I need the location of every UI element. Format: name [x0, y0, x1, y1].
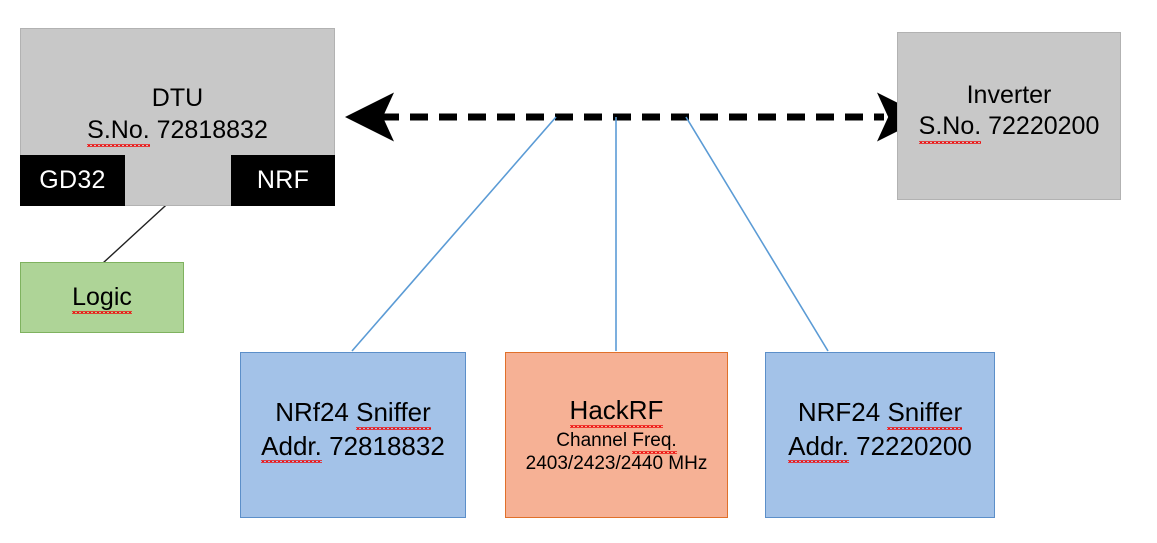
sniffer-left-address-value: 72818832 — [329, 430, 445, 461]
dtu-serial-value: 72818832 — [156, 115, 268, 144]
sniffer-right-title-role: Sniffer — [887, 397, 963, 430]
node-logic[interactable]: Logic — [20, 262, 184, 333]
hackrf-title-label: HackRF — [569, 395, 664, 428]
hackrf-channel-word: Channel — [556, 429, 628, 451]
sniffer-left-address-prefix: Addr. — [261, 430, 322, 463]
node-hackrf[interactable]: HackRF Channel Freq. 2403/2423/2440 MHz — [505, 352, 728, 518]
sniffer-right-address-value: 72220200 — [856, 430, 972, 461]
node-sniffer-right[interactable]: NRF24 Sniffer Addr. 72220200 — [765, 352, 995, 518]
hackrf-frequencies: 2403/2423/2440 MHz — [525, 453, 708, 475]
connector-tap-right — [685, 116, 829, 352]
hackrf-freq-word: Freq. — [632, 429, 678, 455]
inverter-title: Inverter — [966, 80, 1052, 109]
sniffer-left-title-role: Sniffer — [356, 397, 431, 430]
logic-label: Logic — [72, 282, 132, 314]
hackrf-channel-label: Channel Freq. — [556, 429, 678, 455]
inverter-serial-value: 72220200 — [988, 112, 1100, 140]
sniffer-left-title: NRf24 Sniffer — [275, 397, 431, 430]
node-sniffer-left[interactable]: NRf24 Sniffer Addr. 72818832 — [240, 352, 466, 518]
sniffer-right-title-model: NRF24 — [797, 397, 881, 427]
nrf-label: NRF — [256, 166, 310, 194]
sniffer-left-address: Addr. 72818832 — [261, 430, 445, 463]
node-gd32[interactable]: GD32 — [20, 155, 125, 206]
node-nrf[interactable]: NRF — [231, 155, 335, 206]
dtu-title: DTU — [151, 84, 204, 112]
dtu-serial: S.No. 72818832 — [87, 115, 268, 147]
sniffer-left-title-model: NRf24 — [275, 397, 349, 427]
node-inverter[interactable]: Inverter S.No. 72220200 — [897, 32, 1121, 200]
connector-dtu-logic — [102, 195, 177, 264]
hackrf-title: HackRF — [569, 395, 664, 428]
inverter-serial-prefix: S.No. — [918, 112, 982, 143]
sniffer-right-address: Addr. 72220200 — [788, 430, 972, 463]
dtu-serial-prefix: S.No. — [87, 115, 150, 147]
inverter-serial: S.No. 72220200 — [918, 112, 1100, 143]
gd32-label: GD32 — [39, 166, 106, 194]
sniffer-right-address-prefix: Addr. — [788, 430, 849, 463]
sniffer-right-title: NRF24 Sniffer — [797, 397, 963, 430]
connector-tap-left — [351, 116, 557, 352]
